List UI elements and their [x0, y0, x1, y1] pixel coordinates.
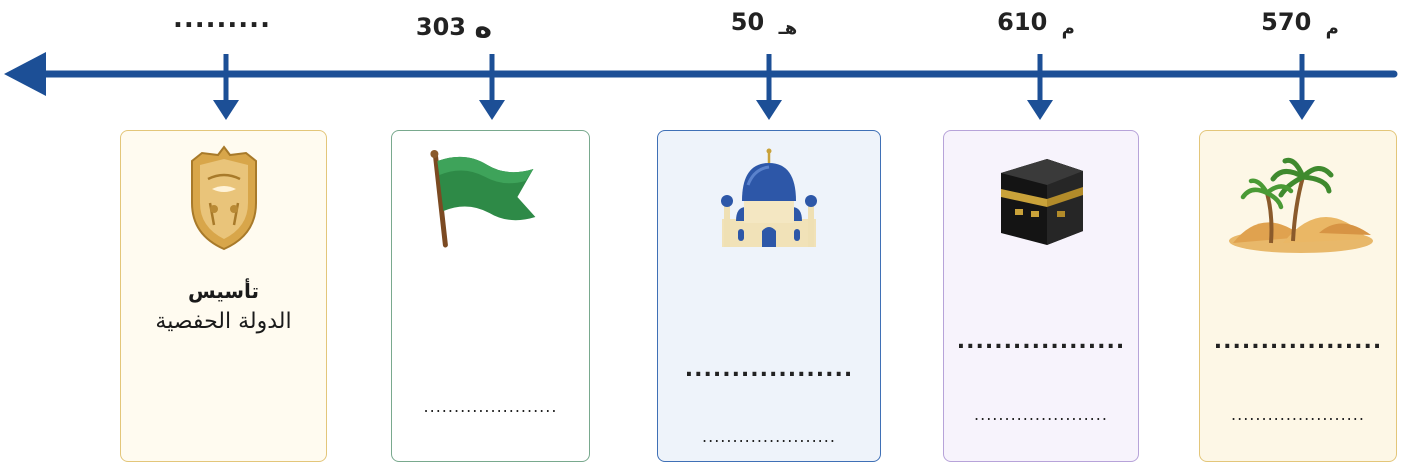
desert-palm-icon [1229, 157, 1373, 253]
event-card-50: .................. .....................… [657, 130, 881, 462]
card-610-line1: .................. [956, 329, 1126, 354]
date-label-570: م 570 [1261, 8, 1339, 39]
card-hafsid-title: تأسيس [187, 279, 260, 303]
mosque-icon [721, 148, 817, 247]
date-label-50: هـ 50 [730, 8, 798, 39]
card-570-line2: ...................... [1231, 405, 1365, 424]
green-flag-icon [429, 150, 535, 248]
timeline-marker-570 [1289, 54, 1315, 120]
date-label-303: ه 303 [415, 10, 493, 45]
coat-of-arms-icon [190, 145, 257, 251]
card-hafsid-caption: تأسيس الدولة الحفصية [121, 277, 326, 339]
date-label-610: م 610 [997, 8, 1075, 39]
card-50-line2: ...................... [702, 427, 836, 446]
card-50-line1: .................. [684, 357, 854, 382]
card-570-line1: .................. [1213, 329, 1383, 354]
timeline-arrowhead [4, 52, 46, 96]
event-card-610: .................. .....................… [943, 130, 1139, 462]
date-label-blank: ......... [173, 4, 271, 34]
card-610-line2: ...................... [974, 405, 1108, 424]
card-303-line2: ...................... [423, 397, 558, 416]
timeline-marker-610 [1027, 54, 1053, 120]
card-hafsid-subtitle: الدولة الحفصية [155, 309, 292, 334]
timeline-marker-303 [479, 54, 505, 120]
kaaba-icon [1001, 159, 1083, 245]
timeline-marker-blank [213, 54, 239, 120]
event-card-570: .................. .....................… [1199, 130, 1397, 462]
timeline-marker-50 [756, 54, 782, 120]
event-card-303: ...................... [391, 130, 590, 462]
event-card-hafsid: تأسيس الدولة الحفصية [120, 130, 327, 462]
